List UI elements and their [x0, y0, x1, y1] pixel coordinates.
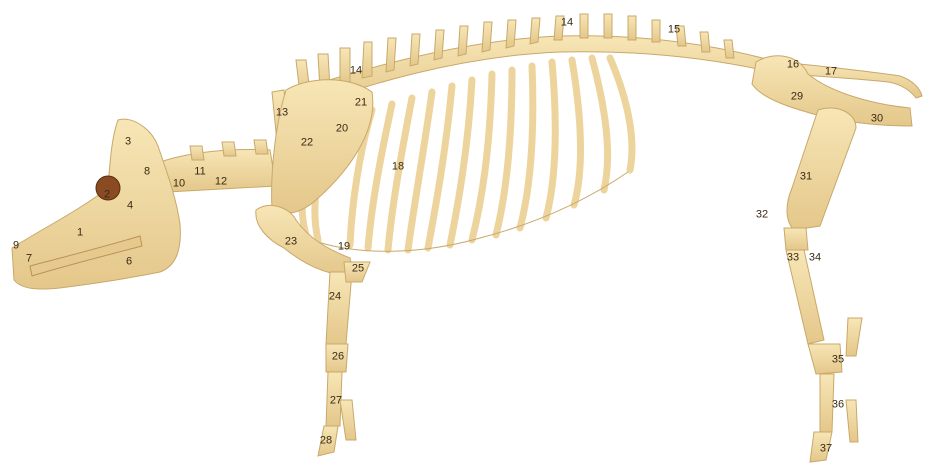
label-34: 34: [809, 253, 821, 264]
label-28: 28: [320, 436, 332, 447]
label-15: 15: [668, 25, 680, 36]
label-13: 13: [276, 108, 288, 119]
label-22: 22: [301, 138, 313, 149]
label-36: 36: [832, 400, 844, 411]
label-32: 32: [756, 210, 768, 221]
label-37: 37: [820, 444, 832, 455]
label-30: 30: [871, 114, 883, 125]
label-29: 29: [791, 92, 803, 103]
label-4: 4: [127, 201, 133, 212]
label-12: 12: [215, 177, 227, 188]
label-23: 23: [285, 237, 297, 248]
label-27: 27: [330, 396, 342, 407]
skull: [12, 119, 180, 289]
label-31: 31: [800, 172, 812, 183]
label-19: 19: [338, 242, 350, 253]
label-11: 11: [194, 167, 205, 178]
label-17: 17: [825, 67, 837, 78]
label-7: 7: [26, 254, 32, 265]
label-16: 16: [787, 60, 799, 71]
label-14-spine: 14: [561, 18, 573, 29]
label-1: 1: [77, 228, 83, 239]
label-33: 33: [787, 253, 799, 264]
label-21: 21: [355, 98, 367, 109]
label-20: 20: [336, 124, 348, 135]
label-10: 10: [173, 179, 185, 190]
label-8: 8: [144, 167, 150, 178]
label-18: 18: [392, 162, 404, 173]
label-9: 9: [13, 241, 19, 252]
label-25: 25: [352, 264, 364, 275]
label-14-withers: 14: [350, 66, 362, 77]
label-6: 6: [126, 257, 132, 268]
label-26: 26: [332, 352, 344, 363]
label-35: 35: [832, 355, 844, 366]
label-2: 2: [104, 190, 110, 201]
label-3: 3: [125, 137, 131, 148]
label-24: 24: [329, 292, 341, 303]
